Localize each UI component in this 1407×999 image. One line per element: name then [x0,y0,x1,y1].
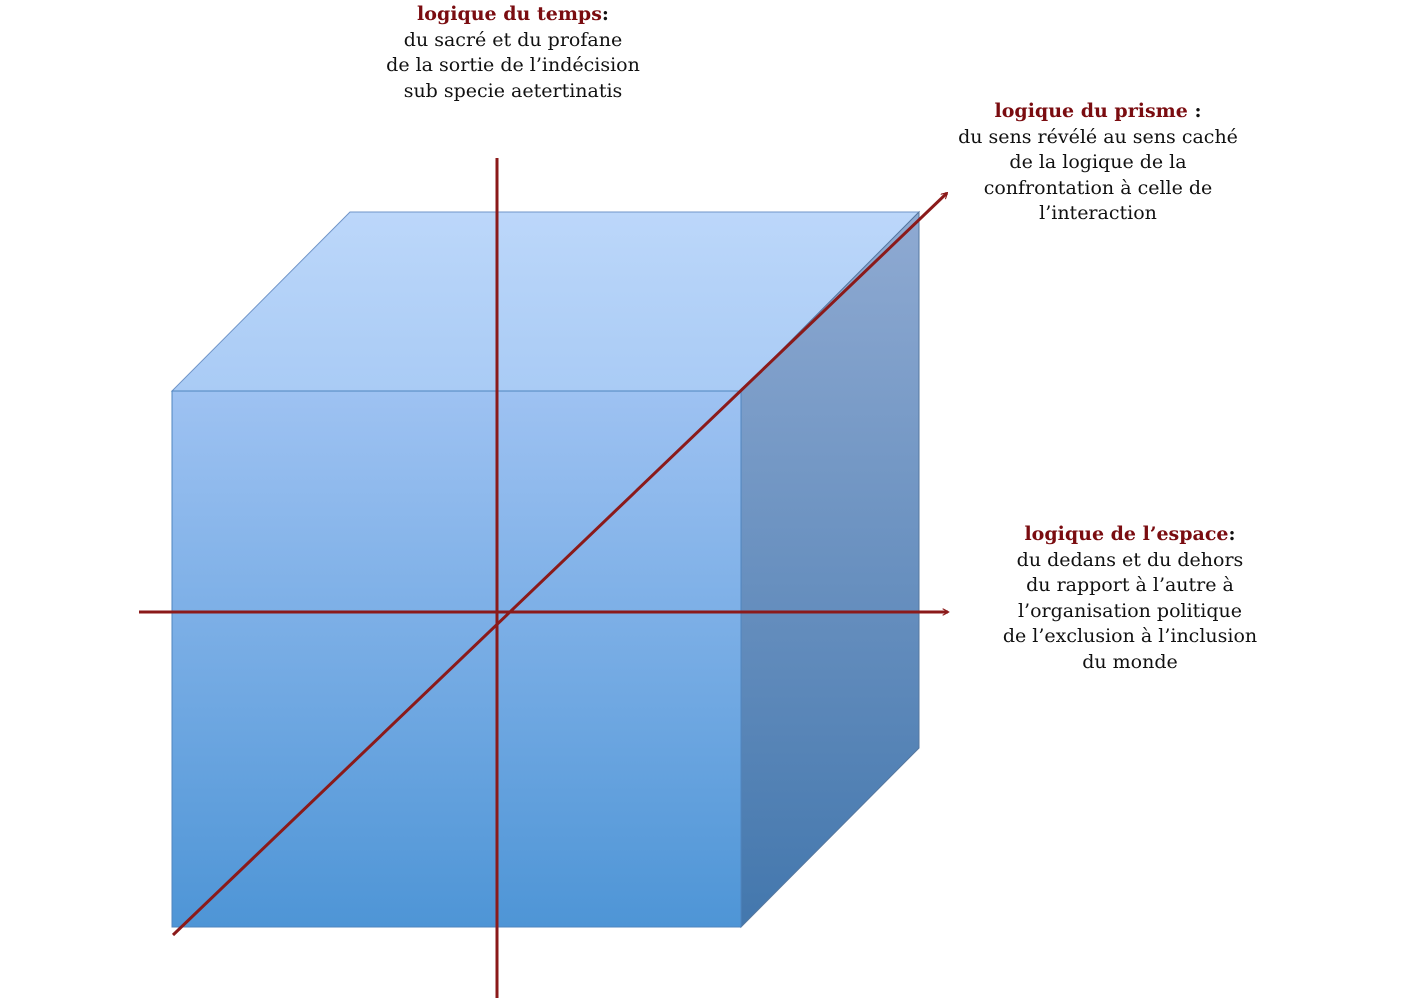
temps-title-text: logique du temps [417,3,602,25]
prisme-line: confrontation à celle de [983,176,1213,199]
prisme-line: du sens révélé au sens caché [958,125,1238,148]
prisme-line: de la logique de la [1009,151,1187,174]
prisme-title-text: logique du prisme [994,100,1188,122]
temps-line: de la sortie de l’indécision [386,54,640,77]
espace-title-colon: : [1228,523,1236,545]
label-logique-du-temps: logique du temps: du sacré et du profane… [313,2,713,104]
label-prisme-title: logique du prisme : [898,99,1298,125]
espace-line: du rapport à l’autre à [1026,574,1234,597]
label-logique-du-prisme: logique du prisme : du sens révélé au se… [898,99,1298,227]
espace-line: de l’exclusion à l’inclusion [1002,625,1258,648]
diagonal-axis [171,193,947,937]
temps-line: sub specie aetertinatis [403,79,623,102]
espace-title-text: logique de l’espace [1024,523,1229,545]
espace-line: l’organisation politique [1017,599,1243,622]
label-logique-de-l-espace: logique de l’espace: du dedans et du deh… [930,522,1330,676]
label-temps-title: logique du temps: [313,2,713,28]
prisme-line: l’interaction [1039,202,1157,225]
label-espace-title: logique de l’espace: [930,522,1330,548]
temps-line: du sacré et du profane [403,28,623,51]
temps-title-colon: : [601,3,609,25]
prisme-title-colon: : [1187,100,1202,122]
espace-line: du monde [1082,650,1178,673]
espace-line: du dedans et du dehors [1016,548,1244,571]
